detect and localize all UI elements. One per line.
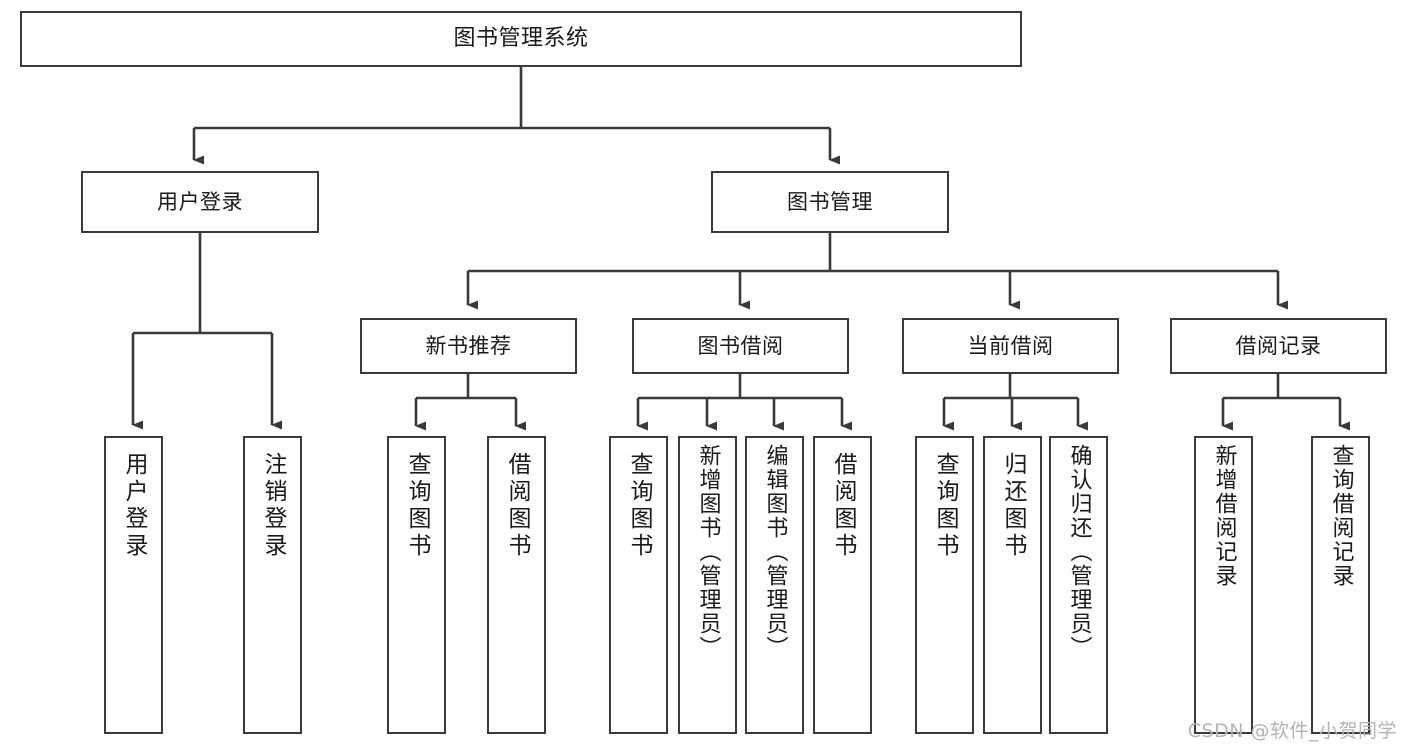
- node-leaf-confirm-return-admin-label: 确认归还（管理员）: [1066, 444, 1092, 660]
- node-leaf-return-book[interactable]: 归还图书: [983, 436, 1042, 734]
- node-leaf-return-book-label: 归还图书: [1000, 452, 1026, 560]
- node-leaf-user-login[interactable]: 用户登录: [104, 436, 163, 734]
- node-current-borrow[interactable]: 当前借阅: [902, 318, 1119, 374]
- node-leaf-add-book-admin-label: 新增图书（管理员）: [695, 444, 721, 660]
- node-root-system-label: 图书管理系统: [453, 26, 589, 52]
- node-leaf-query-book-recommend[interactable]: 查询图书: [387, 436, 446, 734]
- node-leaf-query-book-borrow[interactable]: 查询图书: [609, 436, 668, 734]
- node-leaf-borrow-book-borrow[interactable]: 借阅图书: [813, 436, 872, 734]
- node-leaf-user-login-label: 用户登录: [121, 452, 147, 560]
- node-book-management-label: 图书管理: [787, 189, 873, 214]
- node-book-borrow[interactable]: 图书借阅: [632, 318, 849, 374]
- node-leaf-logout-login-label: 注销登录: [260, 452, 286, 560]
- node-leaf-logout-login[interactable]: 注销登录: [243, 436, 302, 734]
- node-book-borrow-label: 图书借阅: [697, 333, 784, 358]
- node-leaf-query-book-current[interactable]: 查询图书: [915, 436, 974, 734]
- csdn-watermark: CSDN @软件_小贺同学: [1187, 720, 1397, 742]
- node-user-login[interactable]: 用户登录: [81, 171, 319, 233]
- node-leaf-confirm-return-admin[interactable]: 确认归还（管理员）: [1049, 436, 1108, 734]
- node-leaf-query-borrow-record-label: 查询借阅记录: [1328, 444, 1354, 588]
- node-leaf-add-book-admin[interactable]: 新增图书（管理员）: [678, 436, 737, 734]
- node-borrow-record[interactable]: 借阅记录: [1170, 318, 1387, 374]
- node-leaf-edit-book-admin-label: 编辑图书（管理员）: [762, 444, 788, 660]
- node-book-management[interactable]: 图书管理: [711, 171, 949, 233]
- node-borrow-record-label: 借阅记录: [1235, 333, 1322, 358]
- node-new-book-recommend[interactable]: 新书推荐: [360, 318, 577, 374]
- node-leaf-query-book-borrow-label: 查询图书: [626, 452, 652, 560]
- node-current-borrow-label: 当前借阅: [967, 333, 1054, 358]
- node-leaf-borrow-book-borrow-label: 借阅图书: [830, 452, 856, 560]
- node-leaf-borrow-book-recommend-label: 借阅图书: [504, 452, 530, 560]
- node-leaf-edit-book-admin[interactable]: 编辑图书（管理员）: [745, 436, 804, 734]
- node-leaf-query-book-recommend-label: 查询图书: [404, 452, 430, 560]
- node-leaf-query-borrow-record[interactable]: 查询借阅记录: [1311, 436, 1370, 734]
- node-leaf-borrow-book-recommend[interactable]: 借阅图书: [487, 436, 546, 734]
- node-new-book-recommend-label: 新书推荐: [425, 333, 512, 358]
- node-leaf-query-book-current-label: 查询图书: [932, 452, 958, 560]
- node-root-system[interactable]: 图书管理系统: [20, 11, 1022, 67]
- node-user-login-label: 用户登录: [157, 189, 243, 214]
- node-leaf-add-borrow-record-label: 新增借阅记录: [1211, 444, 1237, 588]
- node-leaf-add-borrow-record[interactable]: 新增借阅记录: [1194, 436, 1253, 734]
